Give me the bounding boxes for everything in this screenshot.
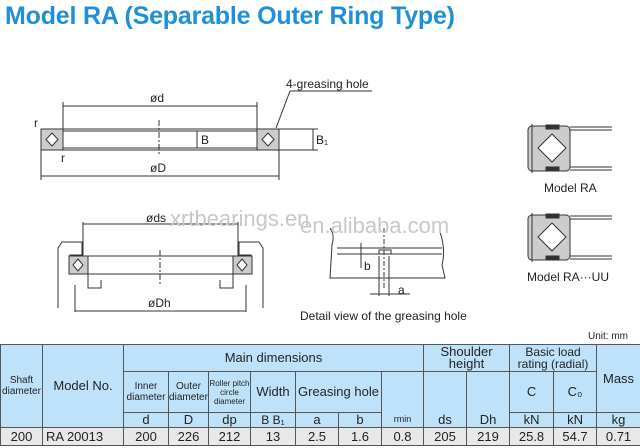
th-ds: ds bbox=[423, 371, 467, 428]
cell-model: RA 20013 bbox=[42, 427, 124, 446]
th-sym-dp: dp bbox=[208, 412, 251, 428]
cell-ds: 205 bbox=[423, 427, 467, 446]
cell-Dh: 219 bbox=[465, 427, 511, 446]
label-r-bottom: r bbox=[61, 151, 65, 165]
th-unit-C: kN bbox=[509, 412, 555, 428]
th-main-dimensions: Main dimensions bbox=[123, 344, 424, 372]
cell-d: 200 bbox=[123, 427, 169, 446]
unit-label: Unit: mm bbox=[588, 331, 628, 342]
label-greasing-hole: 4-greasing hole bbox=[286, 77, 369, 91]
th-greasing-hole: Greasing hole bbox=[295, 371, 382, 413]
th-outer-diameter: Outer diameter bbox=[168, 371, 209, 413]
th-C: C bbox=[509, 371, 555, 413]
th-Dh: Dh bbox=[465, 371, 511, 428]
th-shaft-diameter: Shaft diameter bbox=[0, 344, 43, 428]
cell-shaft: 200 bbox=[0, 427, 43, 446]
th-sym-a: a bbox=[295, 412, 339, 428]
label-detail-b: b bbox=[364, 259, 371, 273]
label-detail-a: a bbox=[398, 283, 405, 297]
cell-a: 2.5 bbox=[295, 427, 339, 446]
label-B1: B₁ bbox=[316, 133, 329, 147]
cell-rmin: 0.8 bbox=[381, 427, 424, 446]
th-sym-BB1: B B₁ bbox=[250, 412, 296, 428]
watermark-alibaba: en.alibaba.com bbox=[300, 213, 450, 238]
th-shoulder-height: Shoulder height bbox=[422, 344, 511, 372]
label-phi-ds: øds bbox=[146, 211, 167, 225]
table-row: 200 RA 20013 200 226 212 13 2.5 1.6 0.8 … bbox=[0, 427, 640, 446]
th-sym-D: D bbox=[168, 412, 209, 428]
cell-C0: 54.7 bbox=[553, 427, 598, 446]
th-mass: Mass bbox=[596, 344, 640, 413]
watermark-xrt: xrtbearings.en bbox=[170, 206, 310, 231]
spec-table: Shaft diameter Model No. Main dimensions… bbox=[0, 344, 640, 446]
label-r-top: r bbox=[34, 116, 38, 130]
cell-C: 25.8 bbox=[509, 427, 555, 446]
detail-caption: Detail view of the greasing hole bbox=[300, 309, 467, 323]
cell-mass: 0.71 bbox=[596, 427, 640, 446]
th-C0: C₀ bbox=[553, 371, 598, 413]
th-basic-load-rating: Basic load rating (radial) bbox=[509, 344, 598, 372]
label-model-ra: Model RA bbox=[544, 181, 597, 195]
th-roller-pcd: Roller pitch circle diameter bbox=[208, 371, 251, 413]
bearing-drawings bbox=[40, 90, 612, 312]
th-width: Width bbox=[250, 371, 296, 413]
page-title: Model RA (Separable Outer Ring Type) bbox=[5, 2, 455, 30]
th-sym-b: b bbox=[338, 412, 382, 428]
th-sym-d: d bbox=[123, 412, 169, 428]
label-B: B bbox=[201, 133, 210, 147]
th-model-no: Model No. bbox=[42, 344, 124, 428]
label-phi-D: øD bbox=[150, 161, 166, 175]
cell-dp: 212 bbox=[208, 427, 251, 446]
th-rmin: rmin bbox=[381, 371, 424, 428]
cell-B: 13 bbox=[250, 427, 296, 446]
th-inner-diameter: Inner diameter bbox=[123, 371, 169, 413]
label-phi-d: ød bbox=[150, 91, 165, 105]
label-phi-Dh: øDh bbox=[148, 296, 171, 310]
th-unit-C0: kN bbox=[553, 412, 598, 428]
cell-D: 226 bbox=[168, 427, 209, 446]
label-model-ra-uu: Model RA···UU bbox=[527, 270, 610, 284]
th-unit-mass: kg bbox=[596, 412, 640, 428]
cell-b: 1.6 bbox=[338, 427, 382, 446]
